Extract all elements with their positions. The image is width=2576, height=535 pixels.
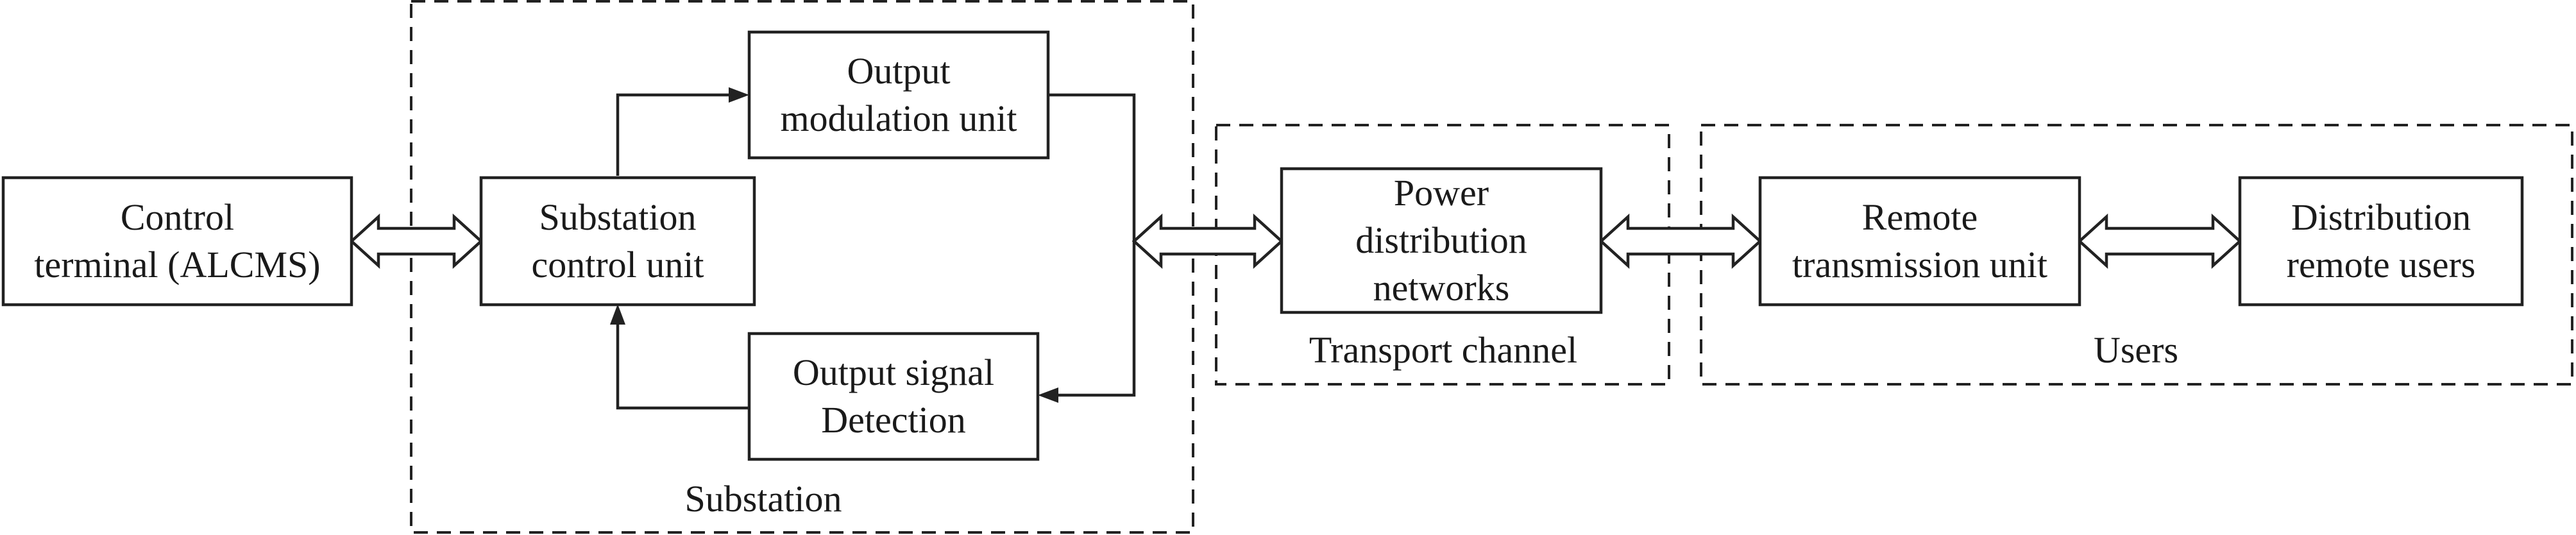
substation-control-label: Substation control unit	[531, 196, 704, 285]
wire-detection-to-control	[616, 321, 749, 410]
double-arrow-terminal-substation[interactable]	[349, 213, 484, 269]
arrowhead-into-control-unit	[610, 304, 625, 325]
transport-region-label: Transport channel	[1309, 329, 1578, 371]
control-terminal-label: Control terminal (ALCMS)	[34, 196, 321, 285]
double-arrow-remote-to-distribution[interactable]	[2077, 213, 2242, 269]
power-distribution-label: Power distribution networks	[1355, 172, 1527, 309]
arrowhead-into-modulation	[729, 87, 749, 103]
output-modulation-label: Output modulation unit	[780, 50, 1017, 139]
remote-transmission-label: Remote transmission unit	[1792, 196, 2047, 285]
wire-modulation-to-detection	[1048, 93, 1136, 397]
users-region-label: Users	[2093, 329, 2179, 371]
output-detection-box[interactable]	[747, 332, 1040, 461]
power-distribution-box[interactable]	[1280, 167, 1603, 314]
substation-region-label: Substation	[684, 478, 842, 520]
arrowhead-into-detection	[1038, 387, 1058, 403]
double-arrow-network-users[interactable]	[1598, 213, 1763, 269]
distribution-users-box[interactable]	[2238, 176, 2524, 307]
substation-region-frame	[410, 0, 1194, 534]
output-detection-label: Output signal Detection	[792, 352, 995, 441]
control-terminal-box[interactable]	[1, 176, 353, 307]
remote-transmission-box[interactable]	[1758, 176, 2081, 307]
distribution-users-label: Distribution remote users	[2286, 196, 2476, 285]
wire-control-to-modulation	[616, 93, 731, 176]
output-modulation-box[interactable]	[747, 30, 1050, 160]
double-arrow-substation-network[interactable]	[1131, 213, 1284, 269]
substation-control-box[interactable]	[479, 176, 756, 307]
